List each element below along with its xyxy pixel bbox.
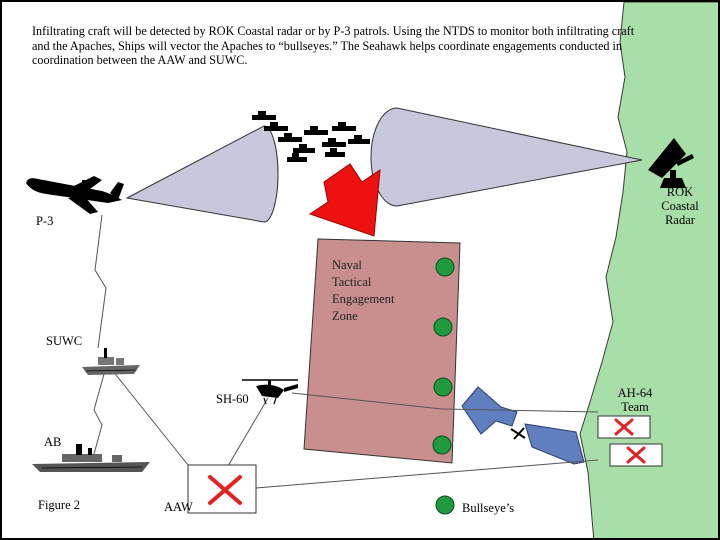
sh60-helicopter-icon: [242, 379, 298, 405]
sh60-to-team-link: [291, 392, 599, 413]
bullseye: [432, 435, 452, 455]
intro-text: Infiltrating craft will be detected by R…: [32, 24, 635, 67]
aaw-to-sh60-link: [227, 397, 269, 467]
suwc-to-aaw-link: [111, 369, 189, 466]
radar-label-line: ROK: [666, 185, 694, 199]
aaw-x-mark: [208, 475, 242, 505]
coastline: [579, 2, 718, 538]
ah64-x-mark: [626, 446, 646, 464]
infiltrating-craft: [322, 138, 346, 147]
p3-label: P-3: [36, 214, 54, 228]
infiltrating-craft: [304, 126, 328, 135]
ah64-label-line: AH-64: [617, 386, 653, 400]
zone-label: Naval Tactical Engagement Zone: [332, 257, 394, 325]
suwc-to-ab-link: [93, 373, 105, 455]
zone-label-line: Tactical: [332, 275, 372, 289]
infiltrating-craft: [293, 144, 315, 153]
radar-label: ROK Coastal Radar: [650, 185, 710, 227]
sh60-label: SH-60: [216, 392, 249, 406]
radar-label-line: Radar: [665, 213, 695, 227]
ab-label: AB: [44, 435, 62, 449]
link-lines: [93, 214, 599, 489]
aaw-to-team-link: [255, 459, 599, 489]
zone-label-line: Naval: [332, 258, 362, 272]
suwc-label: SUWC: [46, 334, 83, 348]
p3-detection-cone: [125, 125, 279, 223]
infiltrating-craft: [252, 111, 276, 120]
radar-dish-icon: [648, 138, 694, 188]
aaw-label: AAW: [164, 500, 193, 514]
p3-to-suwc-link: [94, 214, 107, 349]
infiltrating-craft: [332, 122, 356, 131]
legend-bullseye-label: Bullseye’s: [462, 501, 515, 515]
figure-caption: Figure 2: [38, 498, 81, 512]
infiltrating-craft: [287, 153, 307, 162]
infiltrating-craft: [278, 133, 302, 142]
infiltrating-craft-group: [252, 111, 370, 162]
bullseye: [435, 257, 455, 277]
legend-bullseye: [435, 495, 455, 515]
red-arrow: [308, 163, 381, 237]
ah64-label: AH-64 Team: [610, 386, 660, 414]
p3-aircraft-icon: [26, 176, 124, 214]
radar-detection-cone: [370, 107, 643, 207]
ah64-x-mark: [614, 418, 634, 436]
bullseye: [433, 317, 453, 337]
radar-label-line: Coastal: [661, 199, 699, 213]
ah64-label-line: Team: [621, 400, 649, 414]
suwc-ship-icon: [82, 348, 140, 375]
zone-label-line: Zone: [332, 309, 358, 323]
ab-ship-icon: [32, 444, 150, 472]
infiltrating-craft: [325, 148, 345, 157]
bullseye: [433, 377, 453, 397]
infiltrating-craft: [348, 135, 370, 144]
infiltrating-craft: [264, 122, 288, 131]
blue-arrow: [461, 386, 585, 465]
zone-label-line: Engagement: [332, 292, 395, 306]
